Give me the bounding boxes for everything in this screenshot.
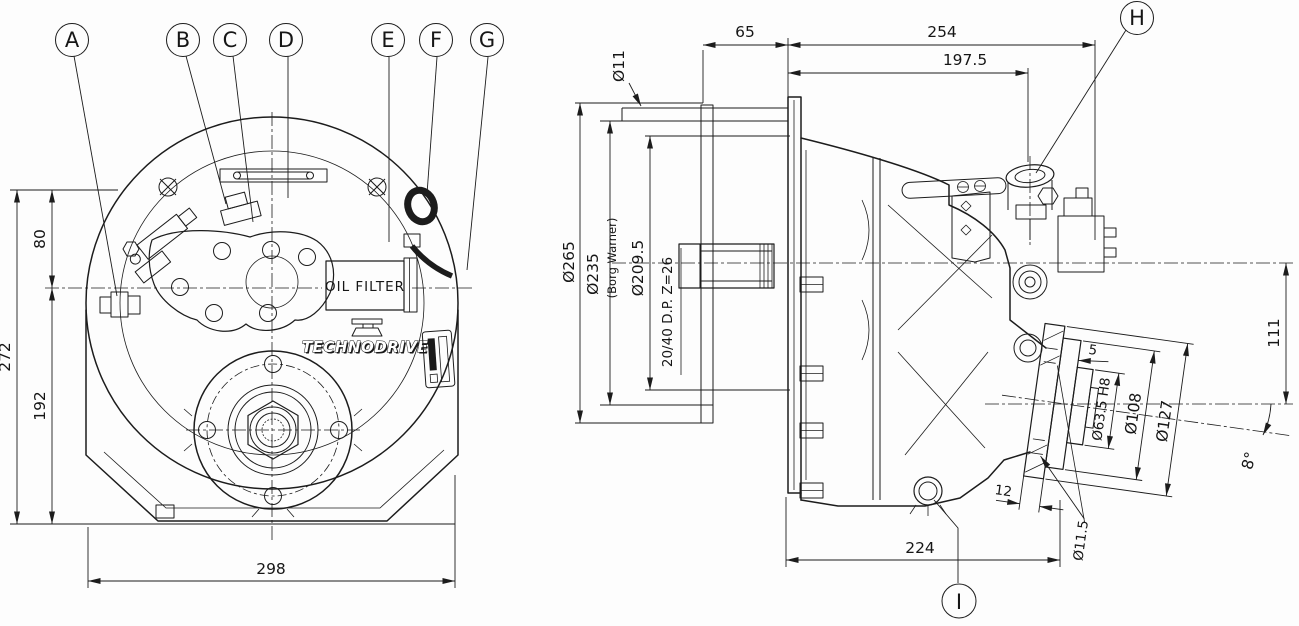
callout-e: E <box>371 23 405 57</box>
dim-pilot-od: Ø235 <box>584 253 602 295</box>
dim-angle: 8° <box>1238 450 1260 472</box>
dim-111: 111 <box>1265 318 1283 348</box>
callout-e-label: E <box>381 28 394 52</box>
control-head-cluster <box>901 164 1117 273</box>
dim-bell-od: Ø265 <box>560 241 578 283</box>
front-actuator-cluster <box>129 207 198 284</box>
dim-flange-thk: 12 <box>994 482 1013 500</box>
callout-i-leader <box>933 499 959 583</box>
front-valve-plate <box>148 230 335 332</box>
front-callout-leaders <box>73 55 489 297</box>
dim-197-5: 197.5 <box>943 51 987 69</box>
callout-h: H <box>1120 1 1154 35</box>
callout-h-label: H <box>1129 6 1145 30</box>
bolt-hole-projection: Ø11 <box>610 50 788 122</box>
callout-f-label: F <box>430 28 442 52</box>
front-top-plate <box>219 168 328 183</box>
callout-c-label: C <box>223 28 238 52</box>
side-top-dimensions: 65 254 197.5 <box>702 23 1096 240</box>
callout-a-label: A <box>65 28 80 52</box>
front-view: A B C D E F G <box>0 23 504 588</box>
callout-i-label: I <box>956 590 962 614</box>
dim-flange-hole: Ø11.5 <box>1070 519 1092 562</box>
callout-f: F <box>419 23 453 57</box>
callout-d: D <box>269 23 303 57</box>
bell-flange <box>787 96 807 494</box>
input-spline-shaft <box>678 243 775 289</box>
side-diameter-dimensions: Ø265 Ø235 (Borg Warner) Ø209.5 20/40 D.P… <box>560 102 790 424</box>
dim-face-gap: 5 <box>1087 342 1098 359</box>
damper-plate <box>700 104 714 424</box>
side-body-outline <box>800 137 1047 507</box>
dim-flange-od: Ø127 <box>1153 399 1177 443</box>
dim-272: 272 <box>0 342 14 372</box>
dim-flange-bc: Ø108 <box>1122 392 1146 436</box>
front-cross-bores <box>158 177 387 197</box>
case-joint <box>872 158 881 500</box>
zf-logo-icon <box>351 318 383 337</box>
callout-d-label: D <box>278 28 294 52</box>
drop-dimension: 111 <box>1265 263 1289 404</box>
dim-224: 224 <box>905 539 935 557</box>
front-dimensions: 272 80 192 298 <box>0 189 456 588</box>
lifting-hook <box>403 186 454 279</box>
oil-filter-label: OIL FILTER <box>325 279 405 295</box>
front-foot-bolt <box>155 504 175 519</box>
oil-filter: OIL FILTER <box>325 257 418 313</box>
spline-spec: 20/40 D.P. Z=26 <box>660 257 676 367</box>
base-dimension: 224 <box>785 497 1061 567</box>
side-flange-bolts <box>799 276 824 499</box>
callout-b: B <box>166 23 200 57</box>
callout-c: C <box>213 23 247 57</box>
callout-h-leader <box>1035 29 1127 174</box>
dim-pilot-note: (Borg Warner) <box>605 218 619 299</box>
dim-254: 254 <box>927 23 957 41</box>
dim-bolt-hole: Ø11 <box>610 50 628 82</box>
front-centerlines <box>45 112 472 540</box>
brand-logo-shadow: TECHNODRIVE <box>303 340 430 358</box>
dim-register-od: Ø209.5 <box>629 240 647 297</box>
front-output-flange <box>183 350 363 518</box>
brand-logo: TECHNODRIVE <box>302 338 429 356</box>
callout-b-label: B <box>176 28 190 52</box>
drain-plug <box>909 476 947 516</box>
side-view: Ø11 <box>560 1 1293 619</box>
front-sensor <box>220 191 262 226</box>
front-hex-bolt <box>122 241 140 257</box>
name-plate <box>421 329 456 389</box>
dim-298: 298 <box>256 560 286 578</box>
callout-g: G <box>470 23 504 57</box>
dim-65: 65 <box>735 23 755 41</box>
front-left-plug <box>99 291 141 318</box>
dim-192: 192 <box>31 391 49 421</box>
angle-indicator: 8° <box>1238 403 1272 472</box>
callout-i: I <box>941 583 977 619</box>
callout-g-label: G <box>479 28 495 52</box>
dim-80: 80 <box>31 229 49 249</box>
callout-a: A <box>55 23 89 57</box>
